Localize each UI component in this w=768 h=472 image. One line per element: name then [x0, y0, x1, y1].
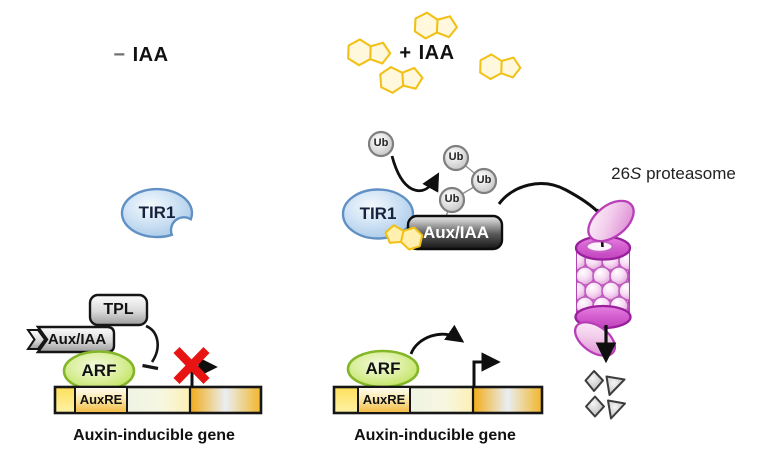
- gene-bar-left: [53, 385, 263, 415]
- arf-right-label: ARF: [365, 359, 401, 378]
- proteasome-26s-icon: [573, 199, 635, 364]
- tir1-left-label: TIR1: [138, 203, 176, 222]
- aux-iaa-right-label: Aux/IAA: [422, 223, 490, 242]
- ub-chain-2: [470, 167, 498, 195]
- red-x-icon: [173, 347, 210, 384]
- degradation-curve: [497, 182, 600, 214]
- ub-chain-1-label: Ub: [448, 151, 464, 163]
- repression-arrow: [142, 324, 159, 371]
- arf-left-label: ARF: [81, 361, 117, 380]
- tir1-left-blob: [120, 187, 194, 239]
- tpl-label: TPL: [103, 301, 134, 318]
- ub-transfer-arrow: [390, 155, 440, 193]
- aux-iaa-left-label: Aux/IAA: [47, 331, 107, 348]
- ub-free-icon: [367, 130, 395, 158]
- ub-chain-2-label: Ub: [476, 174, 492, 186]
- peptide-fragment-icons: [584, 370, 626, 420]
- plus-iaa-label: +IAA: [399, 42, 455, 64]
- ub-chain-3-label: Ub: [444, 193, 460, 205]
- tir1-right-label: TIR1: [359, 204, 397, 223]
- transcription-arrow-active: [472, 352, 501, 388]
- auxre-left-label: AuxRE: [79, 392, 123, 407]
- gene-bar-right: [332, 385, 544, 415]
- minus-iaa-label: −IAA: [113, 44, 169, 66]
- gene-label-right: Auxin-inducible gene: [354, 427, 516, 444]
- proteasome-label: 26S proteasome: [611, 164, 736, 183]
- auxre-box-left: [74, 386, 128, 414]
- ub-chain-1: [442, 144, 470, 172]
- ub-circles: [367, 130, 498, 214]
- plus-sign: +: [399, 42, 412, 64]
- gene-label-left: Auxin-inducible gene: [73, 427, 235, 444]
- minus-sign: −: [113, 44, 126, 66]
- ub-free-label: Ub: [373, 137, 389, 149]
- tpl-box: [88, 293, 149, 327]
- activation-arrow: [409, 324, 465, 355]
- auxre-box-right: [357, 386, 411, 414]
- auxre-right-label: AuxRE: [362, 392, 406, 407]
- ub-chain-3: [438, 186, 466, 214]
